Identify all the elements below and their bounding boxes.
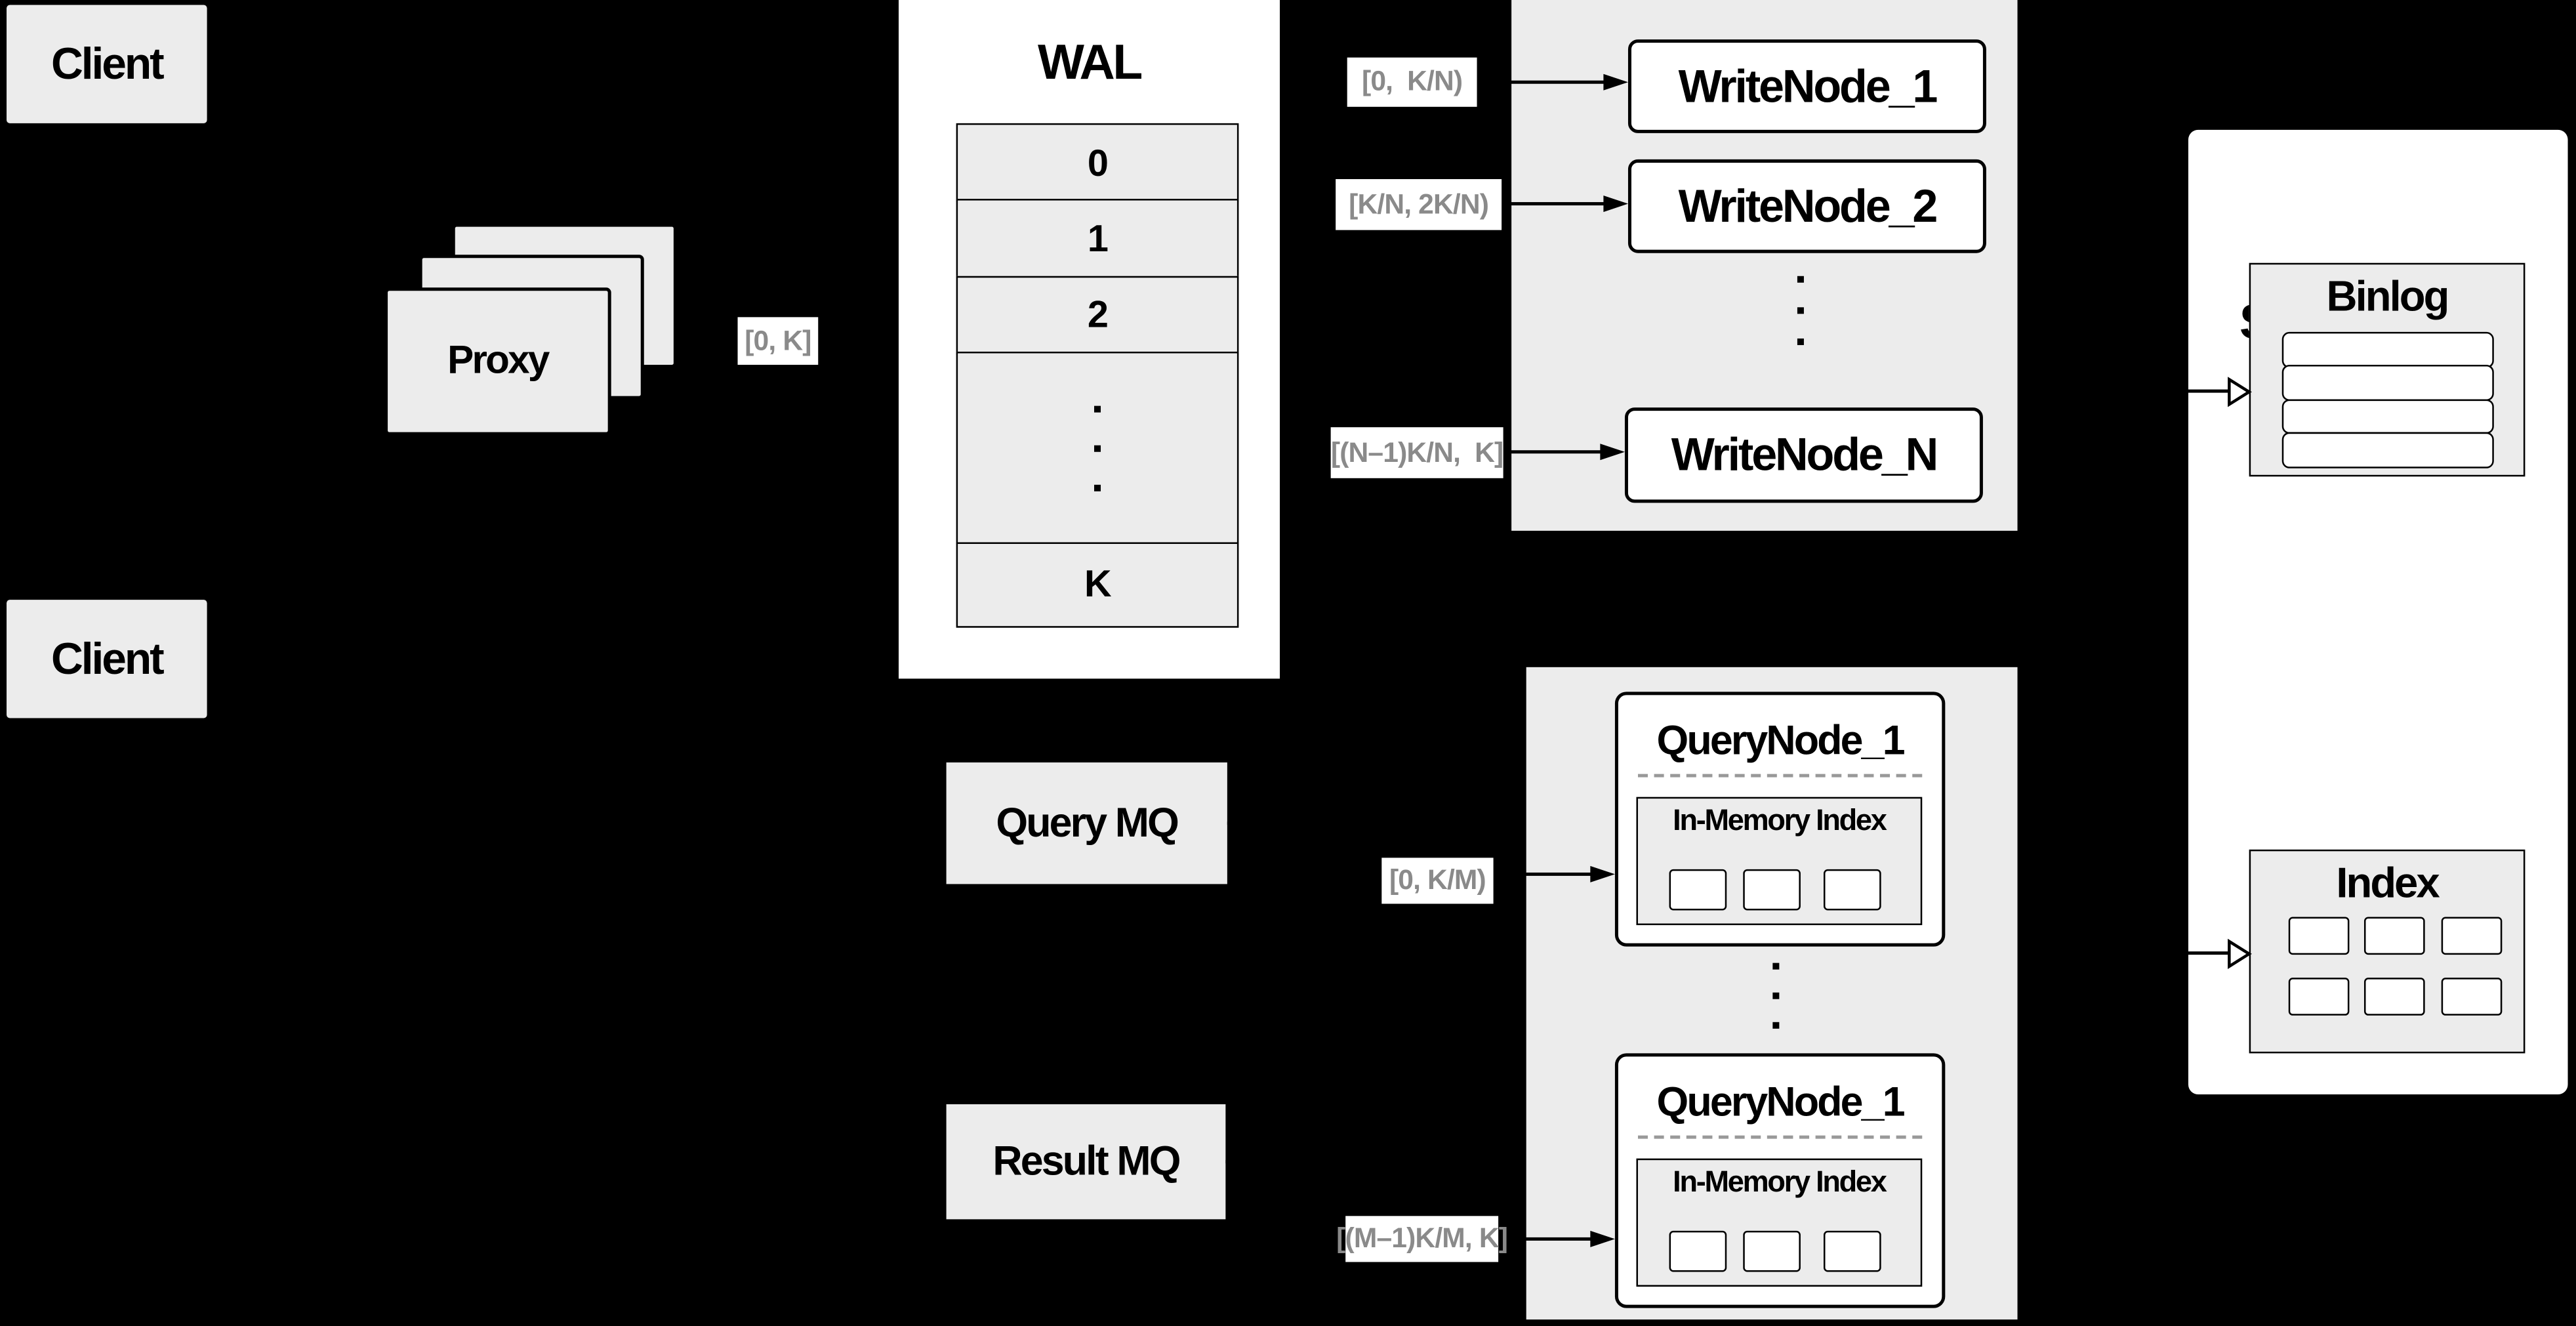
querynode1-box: QueryNode_1 In-Memory Index [1614, 692, 1946, 947]
writenoden-range-label: [(N–1)K/N, K] [1330, 427, 1503, 478]
segment-cell [1823, 869, 1881, 911]
binlog-row [2281, 432, 2494, 468]
wal-segment-row: 0 [956, 123, 1239, 203]
proxy-card-front: Proxy [384, 287, 611, 436]
binlog-row [2281, 331, 2494, 367]
query-mq-out-stub [1227, 821, 1244, 825]
writenodes-ellipsis-dots [1797, 276, 1804, 345]
index-cell [2288, 978, 2350, 1016]
querynode2-box: QueryNode_1 In-Memory Index [1614, 1053, 1946, 1308]
querynode1-separator [1637, 774, 1923, 777]
to-binlog-line [2168, 389, 2232, 394]
client-top-label: Client [51, 38, 165, 88]
index-cell [2441, 978, 2503, 1016]
store-engine-box: Store Engine Binlog Index [2188, 129, 2568, 1094]
client-top-box: Client [7, 5, 207, 123]
wal-box: WAL 0 1 2 K [898, 0, 1280, 679]
querynode2-inmemory-title: In-Memory Index [1673, 1165, 1887, 1198]
querynode2-separator [1637, 1135, 1923, 1139]
writenode1-label: WriteNode_1 [1678, 60, 1938, 112]
segment-cell [1743, 869, 1801, 911]
querynode1-range-label: [0, K/M) [1381, 858, 1494, 904]
querynode2-inmemory-box: In-Memory Index [1636, 1158, 1923, 1287]
index-box: Index [2249, 849, 2525, 1054]
querynode1-arrowhead [1590, 865, 1615, 882]
querymq-to-querynode1-line [1524, 872, 1592, 877]
result-mq-label: Result MQ [992, 1138, 1181, 1184]
writenoden-box: WriteNode_N [1624, 407, 1983, 503]
querynode2-range-label: [(M–1)K/M, K] [1336, 1216, 1508, 1262]
querynode1-label: QueryNode_1 [1656, 718, 1906, 764]
segment-cell [1743, 1230, 1801, 1272]
querynode1-inmemory-box: In-Memory Index [1636, 797, 1923, 926]
proxy-label: Proxy [447, 338, 550, 383]
index-cell [2441, 917, 2503, 955]
writenode1-range-label: [0, K/N) [1347, 57, 1477, 107]
binlog-title: Binlog [2326, 271, 2450, 321]
query-mq-box: Query MQ [946, 762, 1227, 884]
client-bottom-label: Client [51, 633, 165, 683]
wal-table: 0 1 2 K [956, 123, 1239, 627]
binlog-row [2281, 399, 2494, 434]
proxy-range-label: [0, K] [737, 317, 819, 365]
writenoden-arrowhead [1600, 442, 1625, 460]
index-cell [2288, 917, 2350, 955]
querynode2-arrowhead [1590, 1230, 1615, 1247]
binlog-box: Binlog [2249, 262, 2525, 477]
writenode1-box: WriteNode_1 [1627, 39, 1986, 133]
resultmq-to-querynode2-line [1524, 1237, 1592, 1241]
querynode2-label: QueryNode_1 [1656, 1079, 1906, 1126]
wal-segment-row: 2 [956, 276, 1239, 355]
wal-segment-row: K [956, 541, 1239, 627]
binlog-hollow-arrowhead [2228, 377, 2252, 407]
segment-cell [1669, 1230, 1727, 1272]
writenode2-box: WriteNode_2 [1627, 159, 1986, 253]
to-index-line [2168, 951, 2232, 955]
querynodes-ellipsis-dots [1772, 963, 1780, 1029]
client-bottom-box: Client [7, 600, 207, 718]
segment-cell [1823, 1230, 1881, 1272]
result-mq-out-stub [1225, 1160, 1242, 1164]
index-hollow-arrowhead [2228, 938, 2252, 969]
writenode2-range-label: [K/N, 2K/N) [1336, 178, 1502, 230]
wal-title: WAL [1038, 36, 1143, 91]
wal-segment-row: 1 [956, 199, 1239, 279]
binlog-rows [2281, 331, 2494, 468]
index-cell [2363, 917, 2425, 955]
result-mq-box: Result MQ [946, 1104, 1226, 1220]
wal-ellipsis-dots [1094, 405, 1101, 491]
wal-segment-row-ellipsis [956, 352, 1239, 545]
query-mq-label: Query MQ [996, 799, 1179, 846]
writenode2-label: WriteNode_2 [1678, 180, 1938, 231]
segment-cell [1669, 869, 1727, 911]
querynode1-inmemory-title: In-Memory Index [1673, 803, 1887, 837]
writenode1-arrowhead [1603, 73, 1628, 90]
index-title: Index [2336, 858, 2440, 907]
writenode2-arrowhead [1603, 194, 1628, 211]
index-cell [2363, 978, 2425, 1016]
binlog-row [2281, 365, 2494, 401]
writenoden-label: WriteNode_N [1671, 428, 1938, 480]
